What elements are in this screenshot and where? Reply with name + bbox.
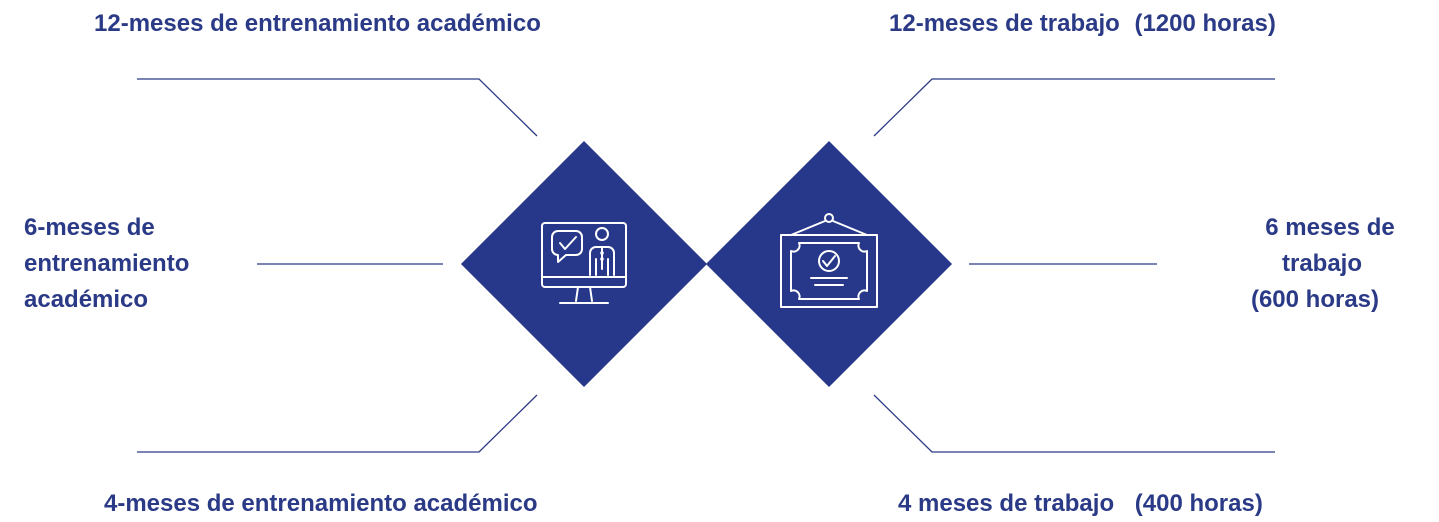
right-middle-label: 6 meses de trabajo (600 horas)	[1220, 210, 1410, 318]
connector-right-top	[873, 78, 1275, 137]
right-top-label-text: 12-meses de trabajo	[889, 10, 1120, 37]
monitor-presenter-checkmark-icon	[541, 222, 627, 304]
left-bottom-label: 4-meses de entrenamiento académico	[104, 486, 538, 522]
left-middle-label: 6-meses de entrenamiento académico	[24, 210, 189, 318]
left-top-label: 12-meses de entrenamiento académico	[94, 6, 541, 42]
right-middle-line-1: 6 meses de	[1265, 214, 1395, 241]
left-middle-line-2: entrenamiento	[24, 250, 190, 277]
right-middle-line-3: (600 horas)	[1250, 286, 1380, 313]
certificate-checkmark-icon	[780, 213, 878, 308]
left-bottom-label-text: 4-meses de entrenamiento académico	[104, 490, 538, 517]
connector-right-bottom	[873, 394, 1275, 453]
left-middle-line-1: 6-meses de	[24, 214, 155, 241]
right-top-hours: (1200 horas)	[1134, 10, 1276, 37]
right-middle-line-2: trabajo	[1281, 250, 1362, 277]
right-bottom-label-text: 4 meses de trabajo	[898, 490, 1115, 517]
right-bottom-hours: (400 horas)	[1134, 490, 1263, 517]
connector-left-bottom	[137, 394, 538, 453]
right-top-label: 12-meses de trabajo (1200 horas)	[889, 6, 1276, 42]
right-bottom-label: 4 meses de trabajo (400 horas)	[898, 486, 1263, 522]
left-middle-line-3: académico	[24, 286, 149, 313]
connector-left-top	[137, 78, 538, 137]
left-top-label-text: 12-meses de entrenamiento académico	[94, 10, 541, 37]
